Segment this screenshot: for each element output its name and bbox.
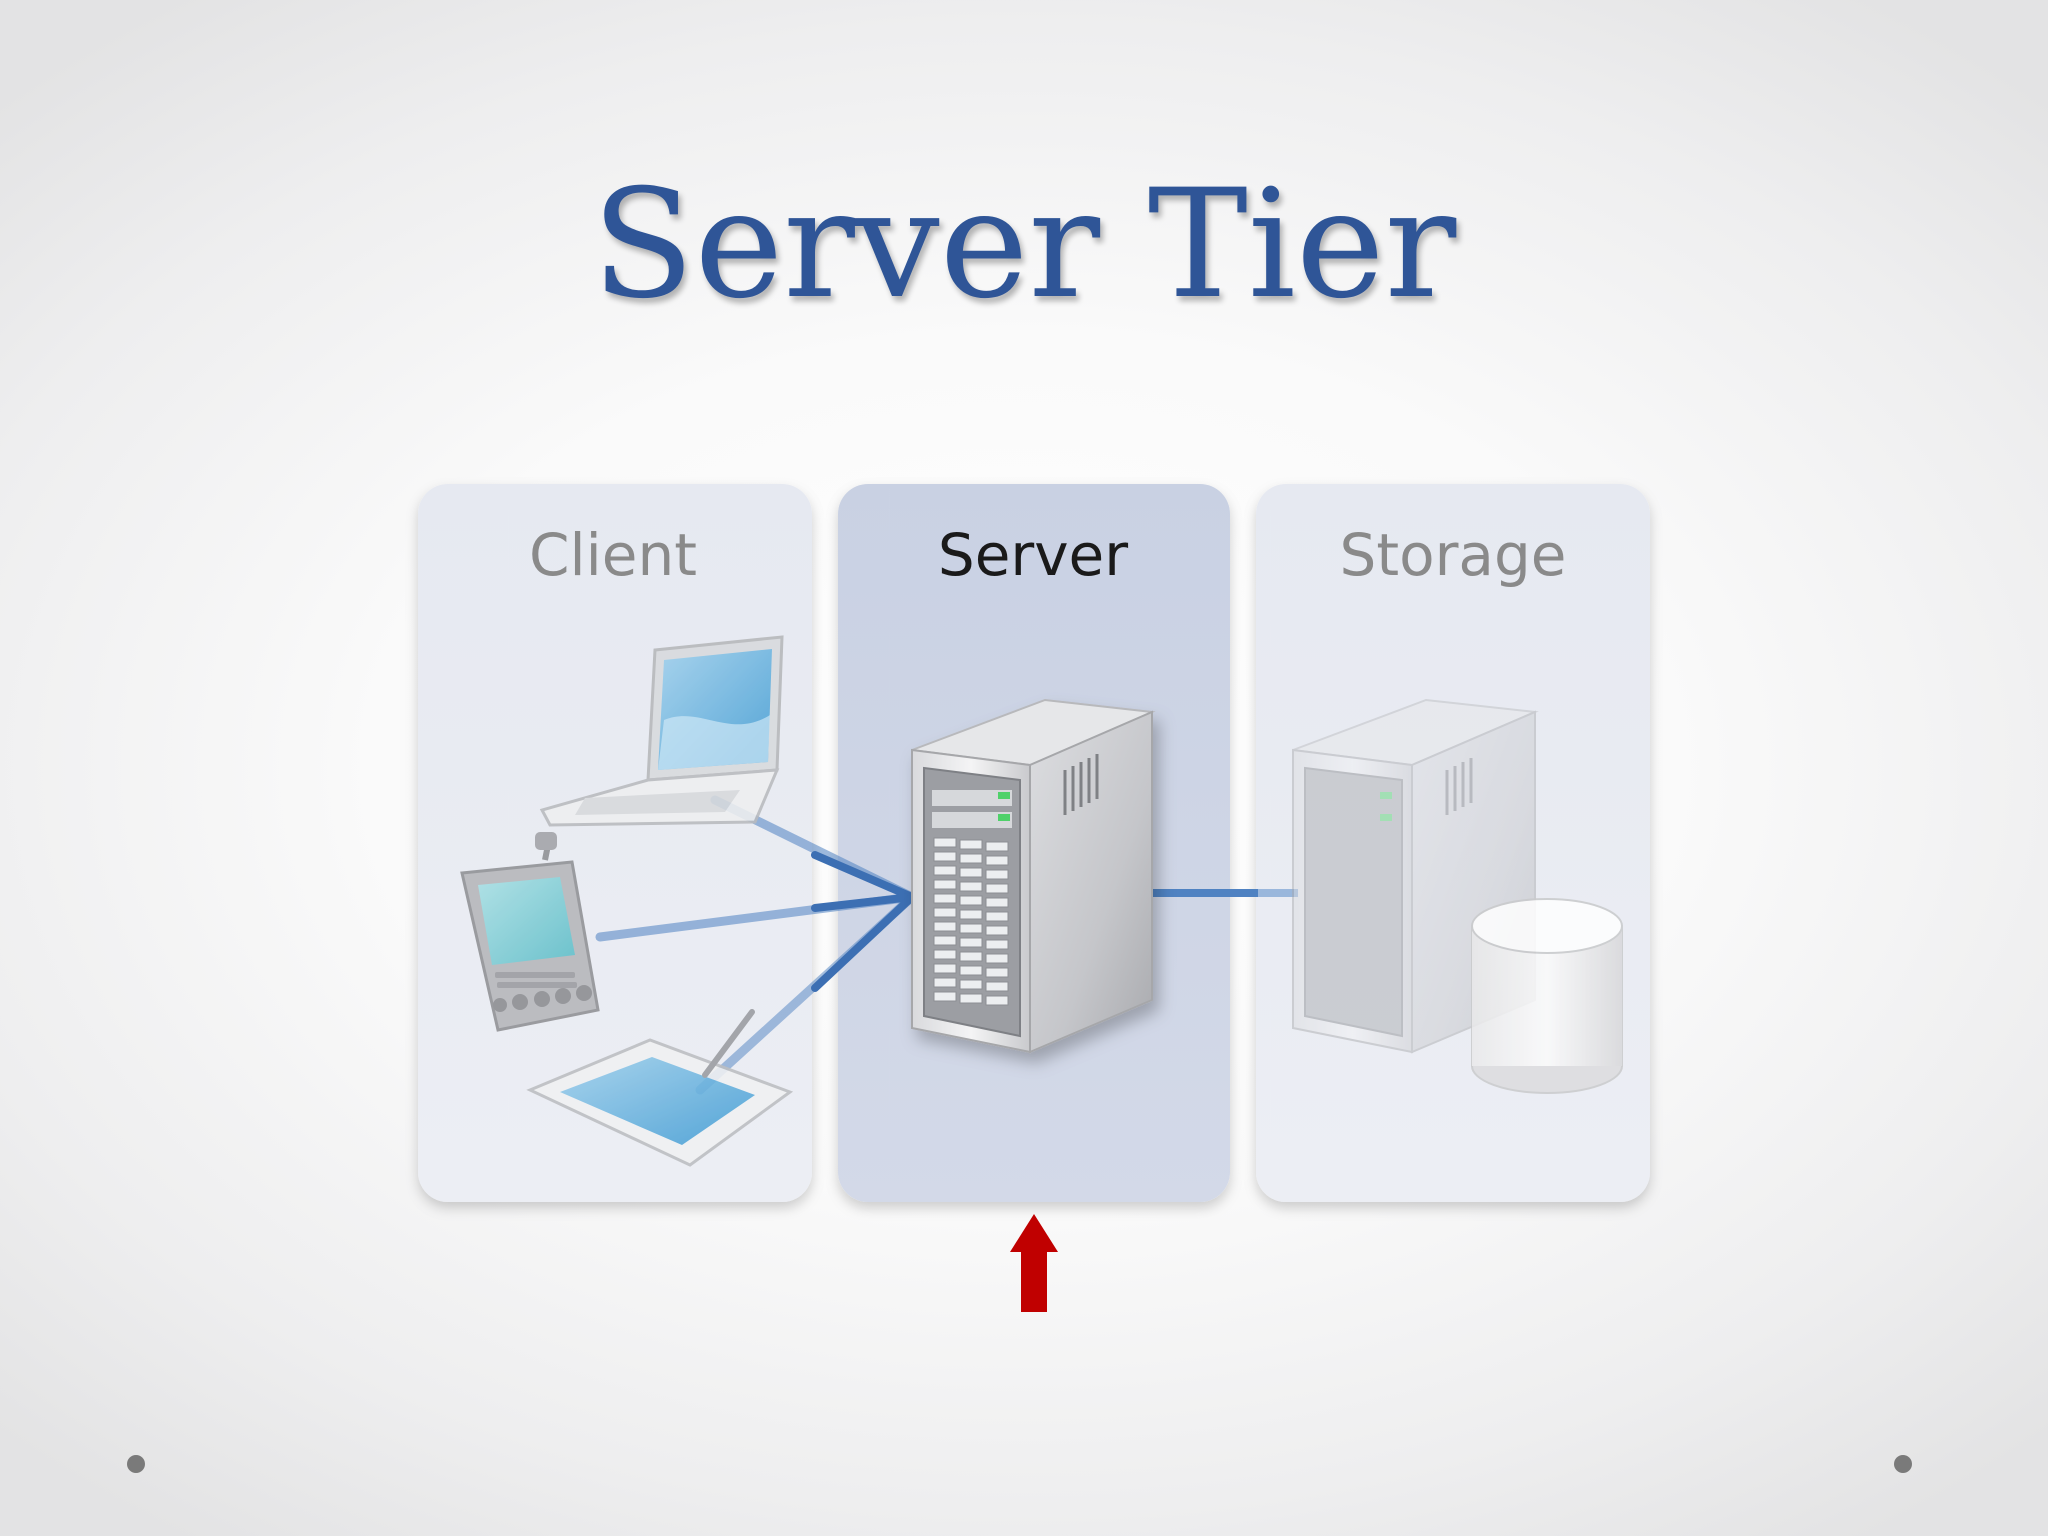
tier-label-client: Client	[529, 521, 697, 589]
tier-label-storage: Storage	[1339, 521, 1567, 589]
tier-label-server: Server	[937, 521, 1129, 589]
client-connectors	[595, 795, 917, 1095]
slide-title: Server Tier	[591, 158, 1457, 332]
up-arrow-icon	[1010, 1214, 1058, 1312]
bullet-dot-left	[127, 1455, 145, 1473]
bullet-dot-right	[1894, 1455, 1912, 1473]
server-tower-icon	[911, 698, 1156, 1054]
database-cylinder-icon	[1471, 898, 1623, 1094]
pda-icon	[460, 832, 600, 1032]
tablet-icon	[526, 1009, 794, 1167]
laptop-icon	[539, 635, 784, 827]
